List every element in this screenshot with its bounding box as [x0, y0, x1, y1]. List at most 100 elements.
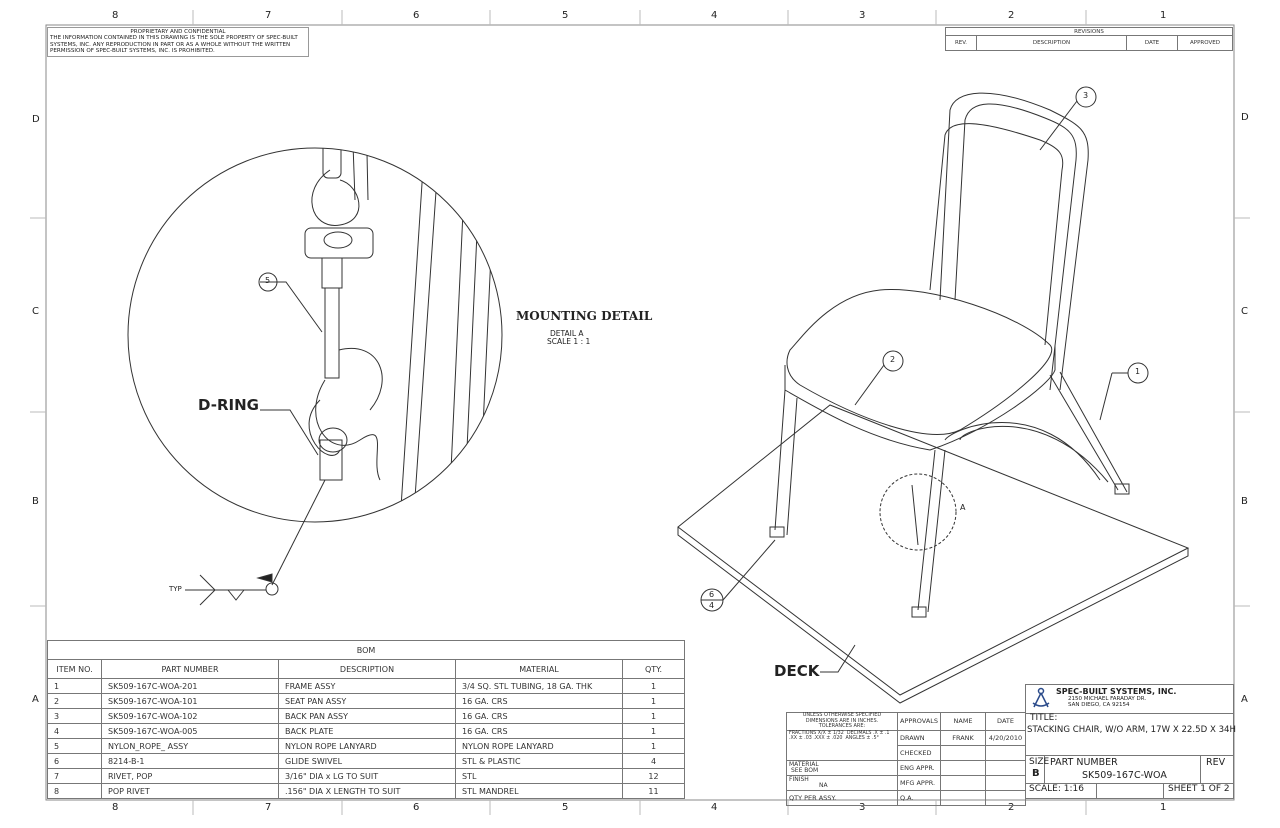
approval-name: FRANK [940, 729, 987, 746]
leader-5 [260, 281, 323, 333]
bom-qty: 11 [622, 783, 685, 799]
zone-col-1-bottom: 1 [1160, 802, 1167, 813]
bom-part-number: SK509-167C-WOA-005 [101, 723, 279, 739]
approval-date [985, 744, 1026, 761]
finish-value: NA [819, 781, 828, 789]
bom-table: BOM ITEM NO. PART NUMBER DESCRIPTION MAT… [47, 640, 685, 799]
bom-qty: 1 [622, 693, 685, 709]
approval-date [985, 774, 1026, 791]
approval-role: DRAWN [896, 729, 942, 746]
proprietary-notice: PROPRIETARY AND CONFIDENTIAL THE INFORMA… [47, 27, 309, 57]
zone-row-b: B [32, 496, 39, 507]
material-label: MATERIAL [789, 760, 819, 768]
approvals-header: APPROVALS [896, 712, 942, 731]
rev-cell [1200, 755, 1234, 783]
balloon-2 [882, 350, 904, 372]
bom-qty: 12 [622, 768, 685, 784]
rev-header: REV. [945, 35, 977, 51]
zone-col-6: 6 [413, 10, 420, 21]
weld-symbol-circle [265, 582, 279, 596]
bom-qty: 4 [622, 753, 685, 769]
bom-qty: 1 [622, 723, 685, 739]
zone-col-8: 8 [112, 10, 119, 21]
approval-role: MFG APPR. [896, 774, 942, 791]
leader-deck [820, 644, 856, 673]
bom-header-description: DESCRIPTION [278, 659, 456, 679]
d-ring-label: D-RING [198, 396, 259, 414]
bom-header-part: PART NUMBER [101, 659, 279, 679]
zone-col-1: 1 [1160, 10, 1167, 21]
balloon-2-text: 2 [890, 355, 896, 364]
proprietary-line: PERMISSION OF SPEC-BUILT SYSTEMS, INC. I… [50, 48, 215, 55]
material-value: SEE BOM [791, 766, 819, 774]
approval-name [940, 759, 987, 776]
detail-scale: SCALE 1 : 1 [547, 337, 591, 346]
approval-name [940, 774, 987, 791]
company-address-2: SAN DIEGO, CA 92154 [1068, 702, 1130, 708]
bom-qty: 1 [622, 738, 685, 754]
part-number-value: SK509-167C-WOA [1082, 770, 1167, 781]
bom-material: 16 GA. CRS [455, 723, 623, 739]
bom-description: .156" DIA X LENGTH TO SUIT [278, 783, 456, 799]
detail-name: DETAIL A [550, 329, 584, 338]
bom-description: FRAME ASSY [278, 678, 456, 694]
bom-material: STL & PLASTIC [455, 753, 623, 769]
bom-material: 3/4 SQ. STL TUBING, 18 GA. THK [455, 678, 623, 694]
part-number-cell: SIZE B PART NUMBER SK509-167C-WOA REV [1025, 755, 1234, 784]
company-logo-icon [1032, 687, 1050, 708]
approval-role: CHECKED [896, 744, 942, 761]
scale-sheet-cell: SCALE: 1:16 SHEET 1 OF 2 [1025, 783, 1234, 799]
zone-col-3: 3 [859, 10, 866, 21]
title-label: TITLE: [1030, 713, 1058, 723]
zone-col-4-bottom: 4 [711, 802, 718, 813]
bom-description: GLIDE SWIVEL [278, 753, 456, 769]
tolerance-angles: ANGLES ± .5° [845, 736, 879, 741]
date-header: DATE [985, 712, 1026, 731]
scale-value: SCALE: 1:16 [1029, 784, 1084, 794]
bom-material: 16 GA. CRS [455, 693, 623, 709]
detail-a-marker [879, 473, 957, 551]
zone-row-a-right: A [1241, 694, 1248, 705]
bom-material: STL MANDREL [455, 783, 623, 799]
weight-cell [1096, 783, 1164, 798]
tolerance-values: FRACTIONS X/X ± 1/32 DECIMALS .X ± .1 .X… [786, 729, 898, 761]
zone-col-3-bottom: 3 [859, 802, 866, 813]
company-name: SPEC-BUILT SYSTEMS, INC. [1056, 687, 1177, 696]
leader-dring [260, 409, 319, 456]
proprietary-line: SYSTEMS, INC. ANY REPRODUCTION IN PART O… [50, 41, 291, 48]
balloon-4-text: 4 [709, 601, 715, 610]
bom-item-no: 4 [47, 723, 102, 739]
revisions-title: REVISIONS [945, 27, 1233, 36]
title-cell: TITLE: STACKING CHAIR, W/O ARM, 17W X 22… [1025, 712, 1236, 756]
bom-description: SEAT PAN ASSY [278, 693, 456, 709]
balloon-1-text: 1 [1135, 367, 1141, 376]
bom-material: 16 GA. CRS [455, 708, 623, 724]
zone-row-c: C [32, 306, 39, 317]
size-value: B [1032, 768, 1040, 779]
bom-item-no: 5 [47, 738, 102, 754]
bom-part-number: POP RIVET [101, 783, 279, 799]
bom-header-material: MATERIAL [455, 659, 623, 679]
detail-title: MOUNTING DETAIL [516, 309, 653, 323]
revisions-table: REVISIONS REV. DESCRIPTION DATE APPROVED [945, 27, 1233, 51]
balloon-5 [258, 272, 278, 292]
rev-label: REV [1206, 757, 1226, 768]
approval-role: ENG APPR. [896, 759, 942, 776]
zone-col-7-bottom: 7 [265, 802, 272, 813]
weld-typ-label: TYP [169, 585, 182, 593]
zone-col-5-bottom: 5 [562, 802, 569, 813]
zone-col-7: 7 [265, 10, 272, 21]
bom-item-no: 6 [47, 753, 102, 769]
bom-part-number: 8214-B-1 [101, 753, 279, 769]
bom-part-number: NYLON_ROPE_ ASSY [101, 738, 279, 754]
bom-qty: 1 [622, 708, 685, 724]
date-header: DATE [1126, 35, 1178, 51]
bom-description: 3/16" DIA x LG TO SUIT [278, 768, 456, 784]
bom-item-no: 1 [47, 678, 102, 694]
zone-col-8-bottom: 8 [112, 802, 119, 813]
